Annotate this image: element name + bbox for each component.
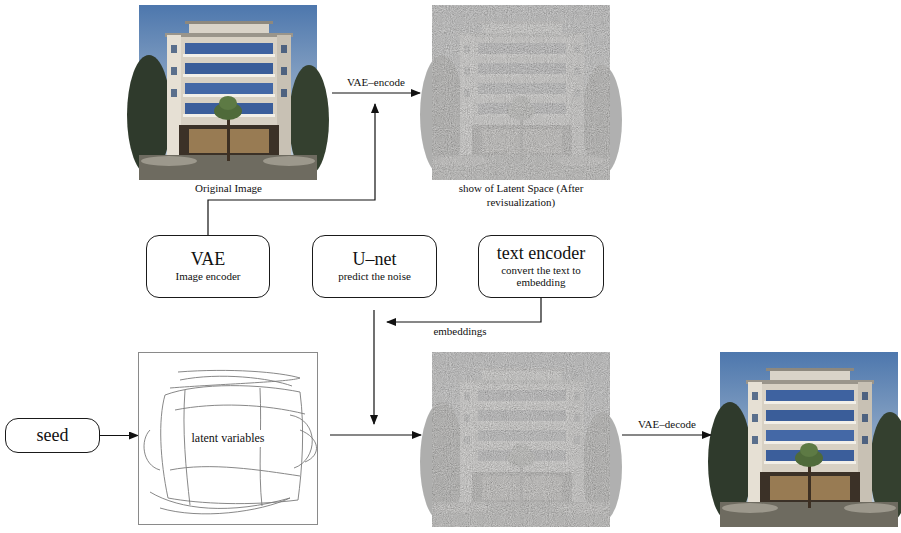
arrow-label: embeddings (405, 325, 515, 339)
input-box: seed (5, 418, 100, 453)
process-box: VAEImage encoder (146, 235, 270, 298)
flow-lines (208, 93, 711, 435)
latent-box: latent variables (138, 352, 318, 525)
arrow-connector (100, 435, 138, 436)
image-caption: Original Image (139, 182, 318, 196)
node-title: U–net (353, 250, 397, 270)
process-box: text encoderconvert the text to embeddin… (478, 235, 604, 298)
noisy-image (420, 352, 622, 527)
node-subtitle: Image encoder (175, 270, 240, 283)
image-caption: show of Latent Space (After revisualizat… (453, 182, 589, 210)
node-title: VAE (191, 250, 226, 270)
node-subtitle: convert the text to embedding (487, 264, 595, 289)
node-title: latent variables (189, 430, 268, 447)
scribbles (144, 370, 316, 513)
node-title: seed (37, 426, 69, 446)
process-box: U–netpredict the noise (312, 235, 437, 298)
node-subtitle: predict the noise (338, 270, 411, 283)
output-image (708, 352, 901, 527)
arrow-label: VAE–encode (332, 76, 420, 90)
original-image (127, 5, 329, 180)
arrow-label: VAE–decode (622, 418, 712, 432)
node-title: text encoder (497, 244, 585, 264)
latent-image (420, 5, 622, 180)
